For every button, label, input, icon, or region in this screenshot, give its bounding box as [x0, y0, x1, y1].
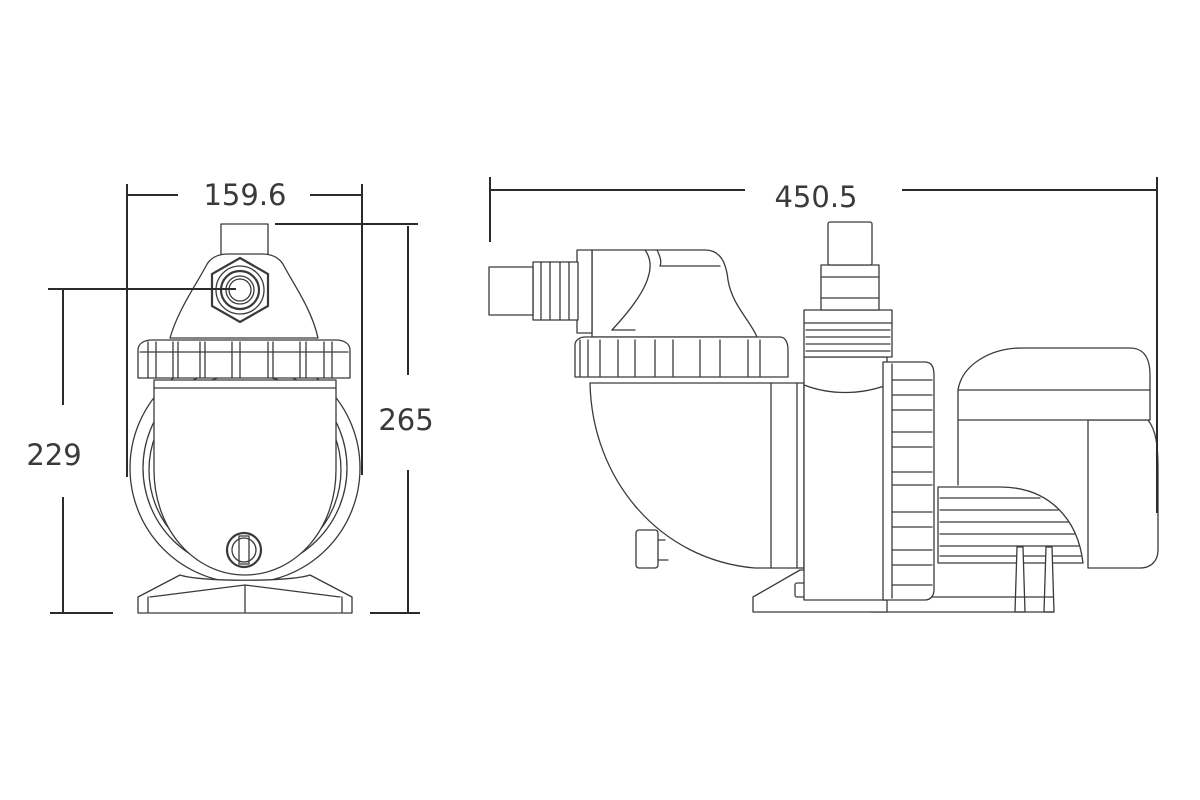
outlet-pipe	[820, 264, 880, 311]
side-strainer-bowl	[589, 382, 805, 569]
inlet-hex-nut	[210, 256, 270, 324]
front-width-dimension: 159.6	[126, 178, 363, 477]
front-lid	[137, 339, 351, 379]
front-outlet-pipe	[220, 223, 269, 257]
side-length-dimension: 450.5	[489, 177, 1158, 513]
side-lid	[574, 336, 789, 378]
motor-feet	[1014, 546, 1055, 613]
front-total-height-label: 265	[378, 403, 433, 437]
motor-body	[1087, 419, 1159, 569]
outlet-threads	[803, 309, 893, 358]
front-strainer-bowl	[153, 379, 337, 576]
inlet-flange	[576, 249, 593, 334]
inlet-threads	[532, 261, 579, 321]
front-inlet-height-label: 229	[26, 438, 81, 472]
front-inlet-height-dimension: 229	[26, 288, 236, 614]
outlet-pipe-top	[827, 221, 873, 266]
side-length-label: 450.5	[774, 180, 857, 214]
volute-housing	[882, 361, 935, 601]
inlet-pipe	[488, 266, 534, 316]
drain-plug	[225, 531, 263, 569]
motor-fins	[937, 486, 1084, 564]
front-total-height-dimension: 265	[275, 223, 434, 614]
side-view	[488, 221, 1159, 613]
front-view	[129, 223, 361, 614]
front-width-label: 159.6	[203, 178, 286, 212]
motor-top-cover	[957, 347, 1151, 421]
strainer-top	[591, 249, 758, 338]
front-lid-ribs	[147, 341, 333, 379]
side-drain-plug	[635, 529, 659, 569]
pump-neck	[803, 356, 888, 601]
